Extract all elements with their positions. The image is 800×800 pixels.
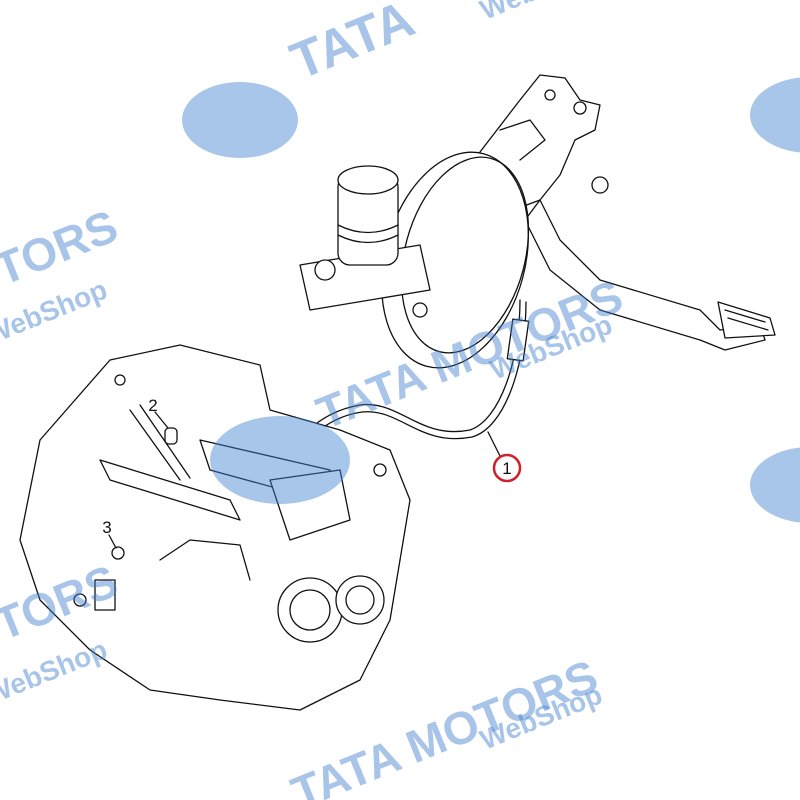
watermark-shop-top: WebShop xyxy=(476,0,607,26)
part-2-pin xyxy=(164,427,178,445)
tata-logo-icon xyxy=(750,77,800,153)
tata-logo-icon xyxy=(210,416,350,504)
tata-logo-icon xyxy=(750,447,800,523)
tata-logo-icon xyxy=(182,82,298,158)
transmission-housing xyxy=(19,344,411,711)
callout-2-leader xyxy=(154,411,169,429)
master-cylinder xyxy=(299,165,431,311)
callout-1-leader xyxy=(487,431,501,457)
callout-3[interactable]: 3 xyxy=(102,518,111,537)
callout-3-leader xyxy=(108,534,117,549)
brake-booster xyxy=(380,151,530,369)
clutch-hydraulic-line xyxy=(299,299,530,442)
clutch-pedal xyxy=(524,199,776,351)
callout-1[interactable]: 1 xyxy=(502,459,511,478)
watermark-brand-left: TATA MOTORS xyxy=(0,199,125,369)
watermark-brand-top: TATA xyxy=(283,0,423,91)
callout-2[interactable]: 2 xyxy=(148,396,157,415)
callout-1-highlight-ring xyxy=(492,453,522,483)
part-3-nut xyxy=(111,546,125,560)
